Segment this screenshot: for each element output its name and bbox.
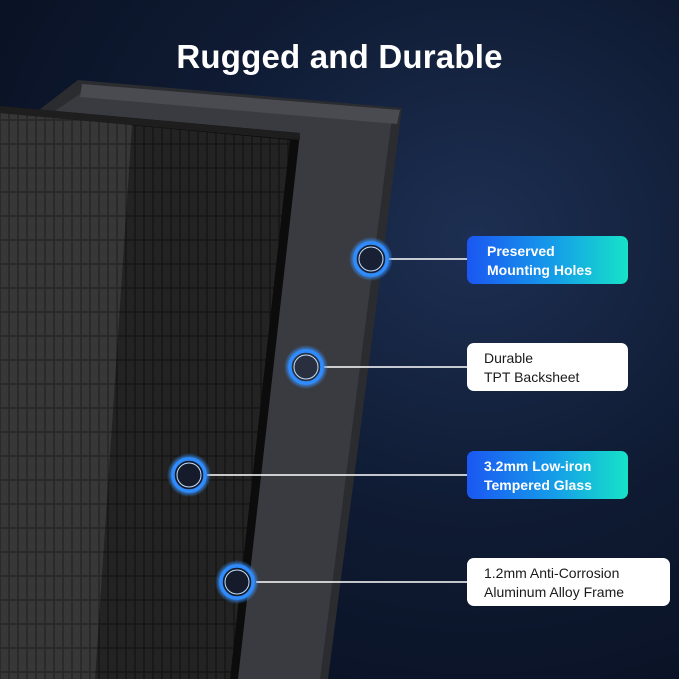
marker-alloy-frame xyxy=(215,560,259,604)
callout-tempered-glass: 3.2mm Low-iron Tempered Glass xyxy=(467,451,628,499)
glass-panel-left-light xyxy=(0,113,132,679)
marker-backsheet xyxy=(284,345,328,389)
callout-line: Durable xyxy=(484,350,534,366)
callout-line: Mounting Holes xyxy=(487,262,592,278)
callout-backsheet: Durable TPT Backsheet xyxy=(467,343,628,391)
marker-mounting-holes xyxy=(349,237,393,281)
callout-line: Tempered Glass xyxy=(484,477,592,493)
callout-line: TPT Backsheet xyxy=(484,369,580,385)
callout-line: Preserved xyxy=(487,243,555,259)
callout-line: 3.2mm Low-iron xyxy=(484,458,592,474)
marker-tempered-glass xyxy=(167,453,211,497)
callout-line: Aluminum Alloy Frame xyxy=(484,584,625,600)
callout-alloy-frame: 1.2mm Anti-Corrosion Aluminum Alloy Fram… xyxy=(467,558,670,606)
callout-mounting-holes: Preserved Mounting Holes xyxy=(467,236,628,284)
page-title: Rugged and Durable xyxy=(176,38,503,75)
callout-line: 1.2mm Anti-Corrosion xyxy=(484,565,620,581)
